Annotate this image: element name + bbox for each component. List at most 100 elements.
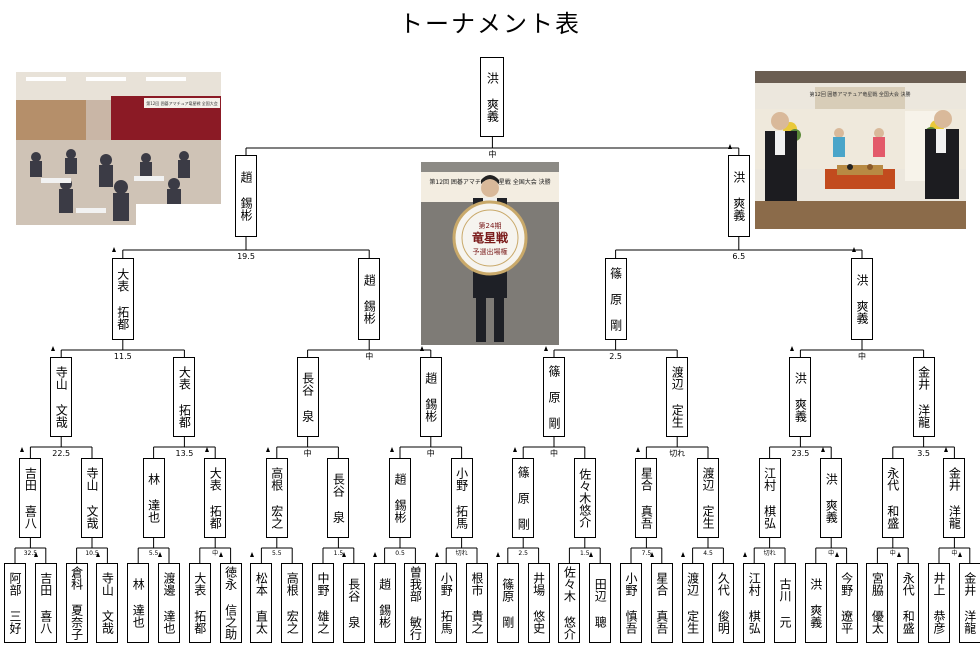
player-name: 寺山 文哉 [85,467,99,529]
champion-box[interactable]: 洪 爽義 [480,57,505,137]
player-name: 洪 爽義 [485,72,500,122]
winner-marker [943,447,948,452]
score-label: 2.5 [518,550,528,557]
round2-box[interactable]: 洪 爽義 [789,357,812,437]
score-label: 6.5 [732,252,746,261]
entrant-box[interactable]: 江村 棋弘 [743,563,766,643]
score-label: 中 [550,449,558,458]
round2-box[interactable]: 渡辺 定生 [666,357,689,437]
entrant-box[interactable]: 倉科 夏奈子 [65,563,88,643]
entrant-box[interactable]: 佐々木 悠介 [558,563,581,643]
entrant-box[interactable]: 曽我部 敏行 [404,563,427,643]
round1-box[interactable]: 篠 原 剛 [512,458,535,538]
entrant-box[interactable]: 寺山 文哉 [96,563,119,643]
entrant-box[interactable]: 吉田 喜八 [34,563,57,643]
round1-box[interactable]: 永代 和盛 [881,458,904,538]
entrant-box[interactable]: 徳永 信之助 [219,563,242,643]
entrant-box[interactable]: 星合 真吾 [650,563,673,643]
final-match-photo: 第12回 囲碁アマチュア竜星戦 全国大会 決勝 [755,71,966,229]
round2-box[interactable]: 寺山 文哉 [50,357,73,437]
round2-box[interactable]: 金井 洋龍 [912,357,935,437]
player-name: 井上 恭彦 [932,572,946,634]
round1-box[interactable]: 寺山 文哉 [81,458,103,538]
entrant-box[interactable]: 松本 直太 [250,563,273,643]
round1-box[interactable]: 高根 宏之 [265,458,288,538]
score-label: 5.5 [148,550,159,557]
entrant-box[interactable]: 長谷 泉 [342,563,365,643]
player-name: 古川 元 [778,578,792,628]
player-name: 曽我部 敏行 [408,566,423,640]
player-name: 徳永 信之助 [223,566,238,640]
score-label: 切れ [763,550,776,557]
round2-box[interactable]: 趙 錫彬 [419,357,442,437]
player-name: 篠 原 剛 [608,267,623,331]
round1-box[interactable]: 長谷 泉 [327,458,350,538]
entrant-box[interactable]: 今野 遼平 [835,563,858,643]
entrant-box[interactable]: 中野 雄之 [312,563,334,643]
round2-box[interactable]: 長谷 泉 [296,357,319,437]
entrant-box[interactable]: 林 達也 [127,563,150,643]
round1-box[interactable]: 大表 拓都 [204,458,227,538]
final-banner: 第12回 囲碁アマチュア竜星戦 全国大会 決勝 [809,91,910,98]
sign-title: 第24期 [479,221,502,230]
player-name: 大表 拓都 [115,268,130,330]
winner-marker [543,346,548,351]
score-label: 1.5 [333,550,344,557]
round2-box[interactable]: 大表 拓都 [173,357,196,437]
entrant-box[interactable]: 田辺 聰 [589,563,612,643]
round3-box[interactable]: 篠 原 剛 [604,258,627,340]
winner-marker [389,447,394,452]
entrant-box[interactable]: 久代 俊明 [712,563,735,643]
sign-sub: 予選出場権 [473,247,508,256]
player-name: 大表 拓都 [177,366,192,428]
round1-box[interactable]: 吉田 喜八 [19,458,42,538]
score-label: 中 [889,550,896,557]
winner-marker [851,247,856,252]
score-label: 23.5 [791,449,810,458]
round1-box[interactable]: 趙 錫彬 [389,458,411,538]
round2-box[interactable]: 篠 原 剛 [543,357,565,437]
entrant-box[interactable]: 宮脇 優太 [866,563,889,643]
round1-box[interactable]: 金井 洋龍 [943,458,966,538]
entrant-box[interactable]: 根市 貴之 [466,563,488,643]
round1-box[interactable]: 佐々木悠介 [573,458,596,538]
entrant-box[interactable]: 井上 恭彦 [928,563,950,643]
entrant-box[interactable]: 永代 和盛 [897,563,920,643]
entrant-box[interactable]: 趙 錫彬 [373,563,396,643]
player-name: 井場 悠史 [531,572,546,634]
finalist-box[interactable]: 洪 爽義 [727,155,750,237]
round3-box[interactable]: 大表 拓都 [111,258,134,340]
round3-box[interactable]: 趙 錫彬 [358,258,381,340]
player-name: 永代 和盛 [901,572,916,634]
winner-marker [50,346,55,351]
round1-box[interactable]: 小野 拓馬 [450,458,473,538]
round1-box[interactable]: 洪 爽義 [820,458,843,538]
page-title: トーナメント表 [399,10,581,38]
finalist-box[interactable]: 趙 錫彬 [235,155,257,237]
round1-box[interactable]: 江村 棋弘 [758,458,781,538]
entrant-box[interactable]: 篠原 剛 [496,563,519,643]
entrant-box[interactable]: 渡邊 達也 [158,563,180,643]
entrant-box[interactable]: 金井 洋龍 [958,563,980,643]
player-name: 高根 宏之 [285,572,300,634]
round1-box[interactable]: 星合 真吾 [635,458,658,538]
score-label: 中 [858,352,866,361]
entrant-box[interactable]: 大表 拓都 [188,563,211,643]
entrant-box[interactable]: 渡辺 定生 [681,563,704,643]
winner-marker [512,447,517,452]
entrant-box[interactable]: 小野 慎吾 [620,563,642,643]
entrant-box[interactable]: 洪 爽義 [804,563,827,643]
player-name: 渡辺 定生 [685,572,700,634]
winner-marker [820,447,825,452]
winner-marker [112,247,117,252]
round1-box[interactable]: 林 達也 [142,458,165,538]
entrant-box[interactable]: 高根 宏之 [281,563,304,643]
player-name: 小野 拓馬 [439,572,454,634]
round3-box[interactable]: 洪 爽義 [851,258,873,340]
entrant-box[interactable]: 阿部 三好 [4,563,26,643]
player-name: 渡辺 定生 [670,366,685,428]
round1-box[interactable]: 渡辺 定生 [697,458,719,538]
entrant-box[interactable]: 井場 悠史 [527,563,550,643]
entrant-box[interactable]: 小野 拓馬 [435,563,458,643]
entrant-box[interactable]: 古川 元 [774,563,796,643]
